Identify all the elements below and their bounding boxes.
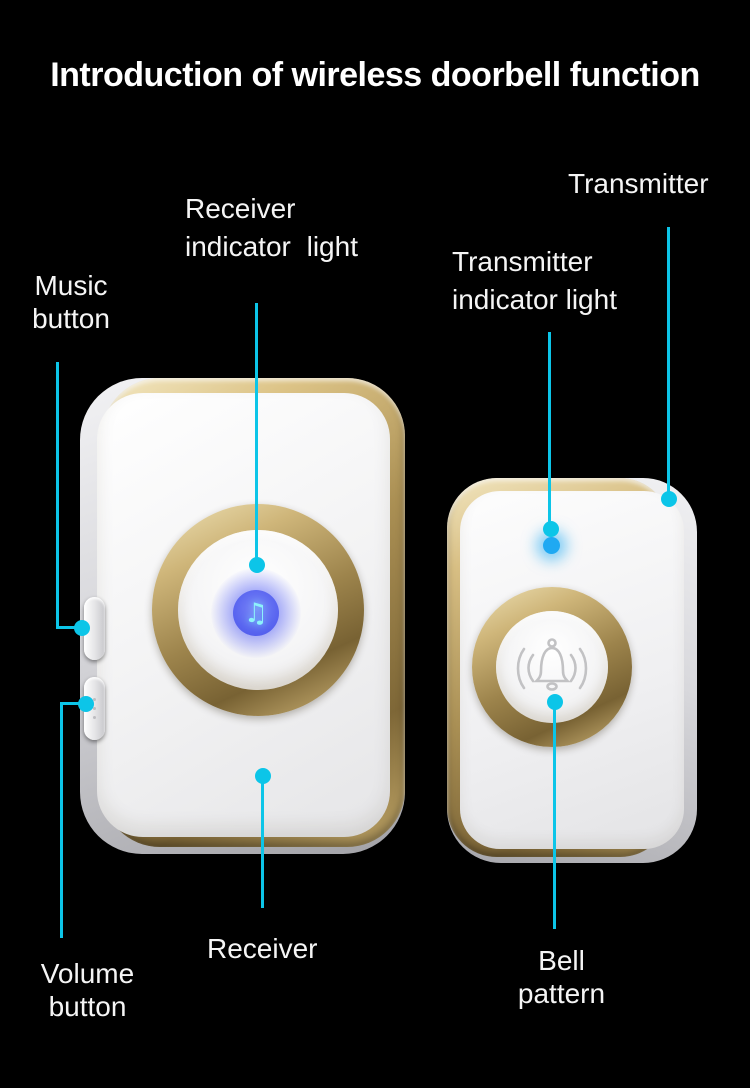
volume-dot bbox=[93, 698, 96, 701]
callout-dot-bell-pattern bbox=[547, 694, 563, 710]
callout-dot-volume-button bbox=[78, 696, 94, 712]
volume-dot bbox=[93, 707, 96, 710]
callout-line-music-button-horizontal bbox=[56, 626, 78, 629]
callout-dot-receiver-indicator bbox=[249, 557, 265, 573]
label-line: Volume bbox=[40, 958, 135, 989]
page-title: Introduction of wireless doorbell functi… bbox=[50, 56, 700, 94]
callout-line-volume-button-vertical bbox=[60, 702, 63, 938]
callout-dot-music-button bbox=[74, 620, 90, 636]
label-receiver: Receiver bbox=[207, 933, 318, 964]
label-receiver-indicator-light: Receiver indicator light bbox=[185, 190, 358, 266]
label-line: Music bbox=[34, 270, 108, 301]
callout-dot-transmitter bbox=[661, 491, 677, 507]
callout-line-volume-button-horizontal bbox=[62, 702, 80, 705]
label-line: pattern bbox=[517, 978, 606, 1009]
music-button bbox=[84, 597, 105, 660]
receiver-indicator-led: ♫ bbox=[233, 590, 279, 636]
label-line: indicator light bbox=[185, 231, 358, 262]
label-music-button: Music button bbox=[15, 269, 127, 335]
transmitter-indicator-led bbox=[543, 537, 560, 554]
label-bell-pattern: Bell pattern bbox=[499, 944, 624, 1010]
label-line: button bbox=[48, 991, 127, 1022]
callout-line-transmitter bbox=[667, 227, 670, 492]
label-transmitter: Transmitter bbox=[568, 168, 709, 199]
callout-line-receiver-indicator bbox=[255, 303, 258, 559]
label-line: Transmitter bbox=[452, 246, 593, 277]
bell-icon bbox=[516, 638, 588, 691]
label-line: Bell bbox=[538, 945, 585, 976]
volume-dot bbox=[93, 716, 96, 719]
music-note-icon: ♫ bbox=[243, 597, 269, 629]
label-line: indicator light bbox=[452, 284, 617, 315]
volume-button bbox=[84, 677, 105, 740]
callout-line-receiver bbox=[261, 782, 264, 908]
callout-line-bell-pattern bbox=[553, 708, 556, 929]
callout-line-transmitter-indicator bbox=[548, 332, 551, 522]
label-line: button bbox=[32, 303, 110, 334]
callout-dot-transmitter-indicator bbox=[543, 521, 559, 537]
label-transmitter-indicator-light: Transmitter indicator light bbox=[452, 243, 617, 319]
callout-line-music-button-vertical bbox=[56, 362, 59, 629]
callout-dot-receiver bbox=[255, 768, 271, 784]
label-volume-button: Volume button bbox=[25, 957, 150, 1023]
label-line: Receiver bbox=[185, 193, 296, 224]
